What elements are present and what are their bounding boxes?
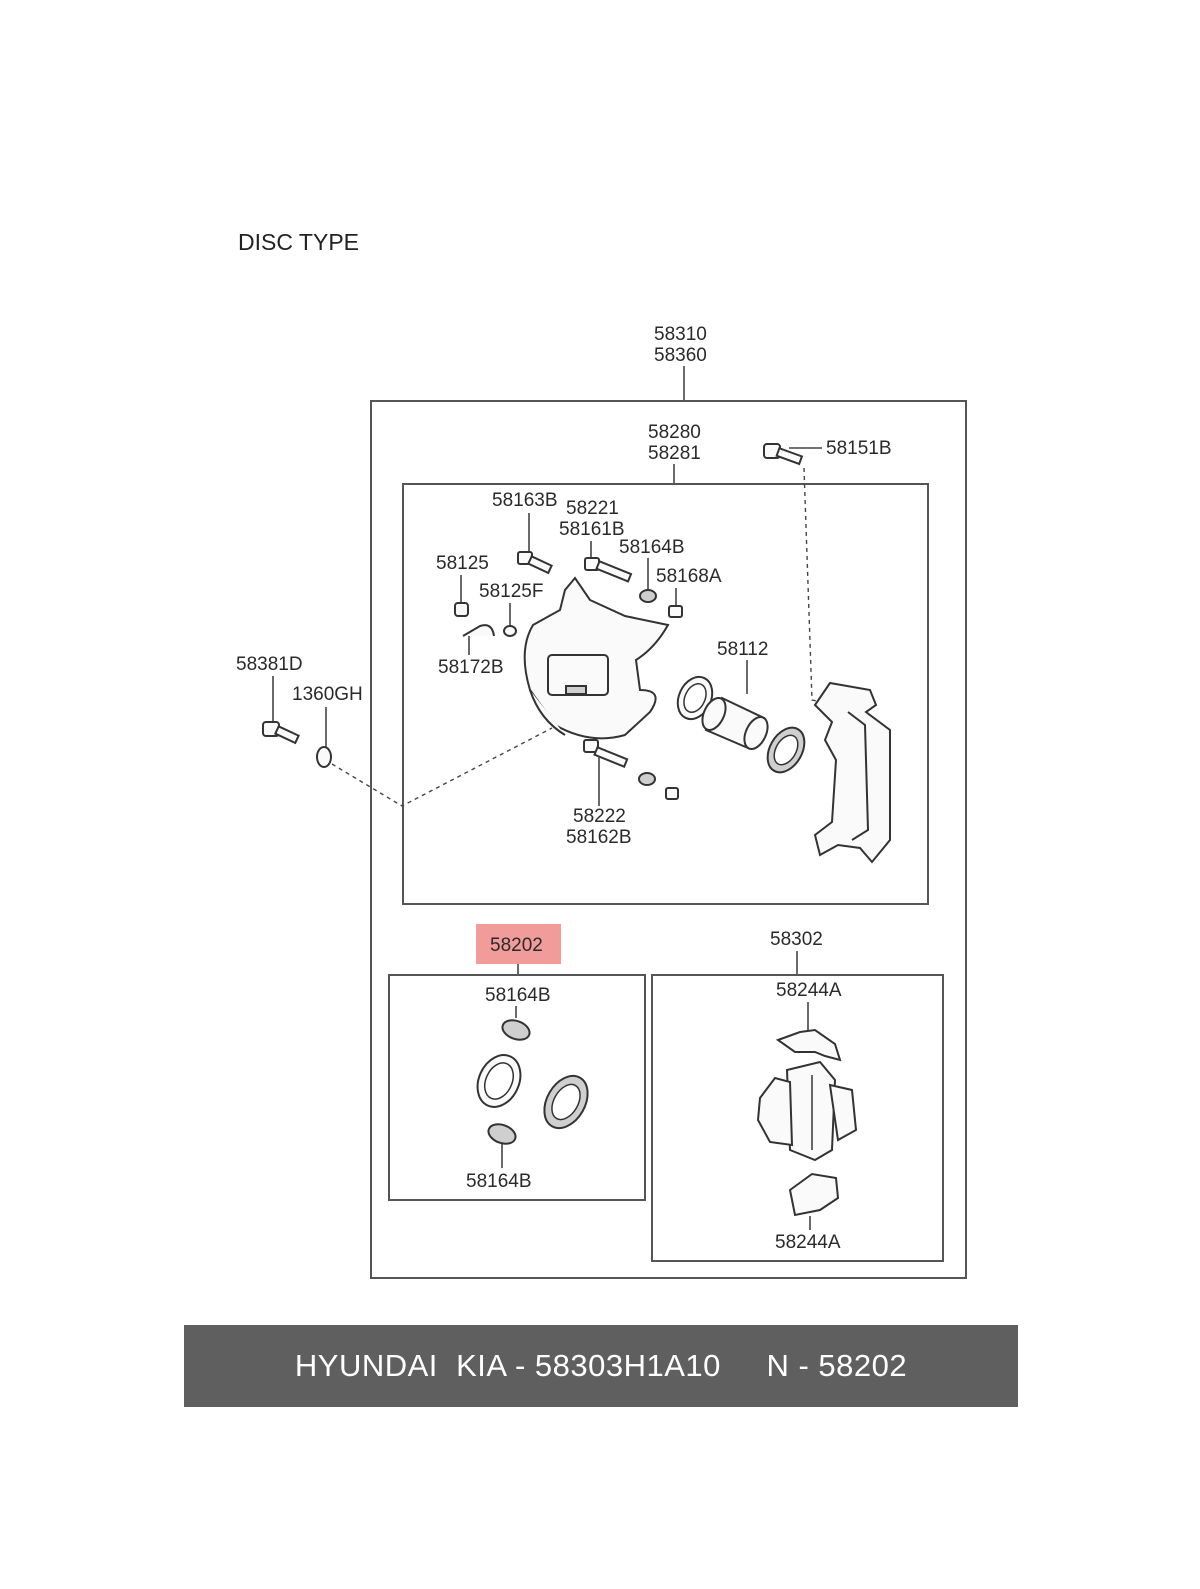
part-number-banner: HYUNDAI KIA - 58303H1A10 N - 58202 [184,1325,1018,1407]
guide-pin-upper-icon [584,557,633,583]
banner-text: HYUNDAI KIA - 58303H1A10 N - 58202 [294,1348,908,1383]
piston-seal-icon [676,675,714,721]
caliper-frame [402,483,929,905]
label-58125F: 58125F [479,581,543,602]
guide-pin-lower-icon [583,739,679,800]
label-58244A-bottom: 58244A [775,1232,841,1253]
seal-kit-boot-bottom-icon [487,1123,517,1145]
seal-kit-seal-ring-icon [476,1054,522,1108]
pin-bolt-icon [517,551,553,575]
label-58163B: 58163B [492,490,558,511]
caliper-body-icon [523,576,670,740]
pad-kit-frame [651,974,944,1262]
assembly-frame [370,400,967,1279]
dashed-leader [803,467,836,706]
piston-icon [701,696,769,750]
seal-kit-piston-boot-icon [543,1074,589,1130]
label-58164B-upper: 58164B [619,537,685,558]
label-58172B: 58172B [438,657,504,678]
bleeder-screw-icon [454,602,469,617]
label-58244A-top: 58244A [776,980,842,1001]
label-58164B-kit-top: 58164B [485,985,551,1006]
label-1360GH: 1360GH [292,684,363,705]
label-58168A: 58168A [656,566,722,587]
piston-boot-icon [766,726,806,774]
label-58202: 58202 [490,935,543,956]
pad-spring-top-icon [775,1028,842,1062]
pad-spring-bottom-icon [788,1172,840,1217]
label-58162B: 58162B [566,827,632,848]
highlight-58202 [476,924,561,964]
seal-kit-frame [388,974,646,1201]
caliper-bracket-icon [813,681,891,864]
hose-bolt-icon [262,721,300,745]
bushing-upper-icon [668,605,683,618]
label-58222: 58222 [573,806,626,827]
boot-upper-icon [639,589,657,603]
label-58151B: 58151B [826,438,892,459]
washer-icon [316,746,332,768]
label-58310: 58310 [654,324,707,345]
bleeder-cap-icon [503,625,517,637]
label-58125: 58125 [436,553,489,574]
label-58360: 58360 [654,345,707,366]
label-58164B-kit-bottom: 58164B [466,1171,532,1192]
label-58302: 58302 [770,929,823,950]
hose-clip-icon [462,624,495,637]
label-58381D: 58381D [236,654,303,675]
brake-pads-icon [756,1060,858,1162]
label-58281: 58281 [648,443,701,464]
seal-kit-boot-top-icon [501,1019,531,1041]
label-58221: 58221 [566,498,619,519]
diagram-title: DISC TYPE [238,229,359,255]
dashed-leader [331,727,553,807]
label-58280: 58280 [648,422,701,443]
label-58161B: 58161B [559,519,625,540]
label-58112: 58112 [717,639,768,660]
bracket-bolt-icon [763,443,804,466]
